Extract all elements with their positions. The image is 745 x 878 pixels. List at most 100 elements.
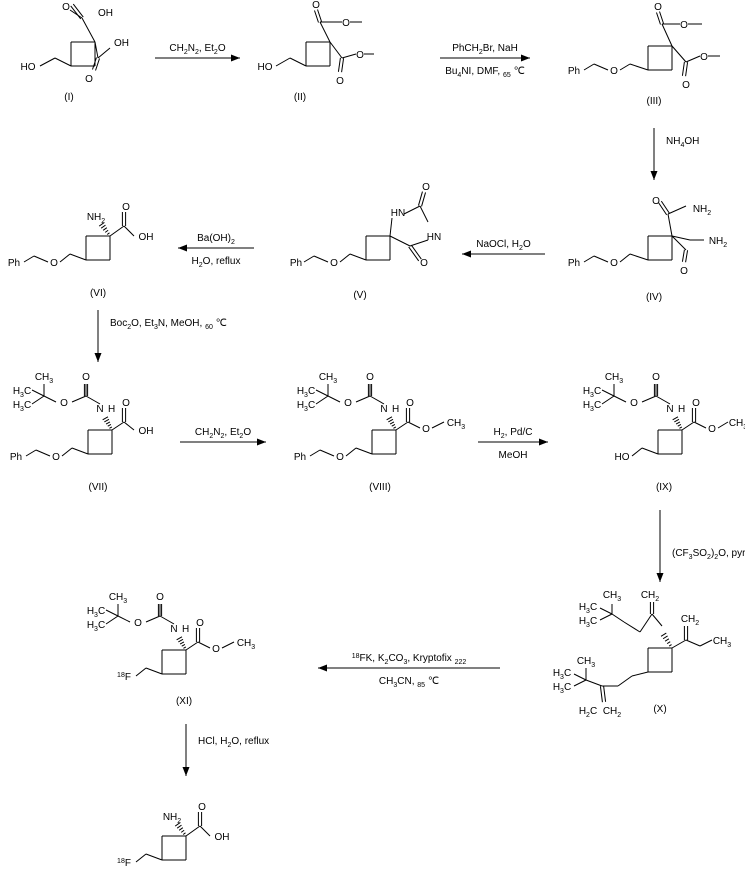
bond-line — [319, 21, 331, 43]
stereo-hash-line — [102, 416, 109, 421]
methyl-label: CH3​ — [319, 372, 337, 385]
oxygen-label: O — [344, 398, 352, 409]
bond-line — [145, 853, 163, 861]
stereo-hash-line — [672, 416, 679, 421]
bond-line — [613, 395, 627, 403]
amine-label: NH2​ — [87, 212, 105, 225]
stereo-hash-line — [666, 641, 671, 645]
bond-line — [105, 615, 119, 625]
bond-line — [655, 395, 671, 405]
reagent-label: CH2​N2​, Et2​O — [169, 43, 225, 56]
hydrogen-label: H — [182, 624, 189, 635]
bond-line — [319, 449, 335, 457]
stereo-hash-line — [109, 426, 113, 429]
bond-line — [35, 449, 51, 457]
double-bond-line — [317, 9, 322, 22]
hydrogen-label: H — [678, 404, 685, 415]
reaction-arrow-r4: NaOCl, H2​O — [462, 239, 545, 258]
double-bond-line — [95, 58, 100, 71]
methyl-label: H3​C — [579, 602, 597, 615]
hydroxyl-label: HO — [21, 62, 36, 73]
bond-line — [303, 255, 315, 263]
compound-label: (V) — [353, 290, 366, 301]
stereo-hash-line — [389, 421, 395, 425]
bond-line — [395, 421, 409, 431]
bond-line — [33, 255, 49, 263]
oxygen-label: O — [652, 196, 660, 207]
reagent-label: HCl, H2​O, reflux — [198, 736, 269, 749]
stereo-hash-line — [674, 418, 680, 423]
stereo-hash-line — [179, 641, 185, 645]
reaction-arrow-r5: Ba(OH)2​ H2​O, reflux — [178, 233, 254, 269]
bond-line — [631, 671, 649, 677]
bond-line — [583, 63, 595, 71]
arrow-head-icon — [318, 664, 327, 672]
condition-label: Bu4​NI, DMF, 65​ ℃ — [445, 66, 525, 79]
double-bond-line — [685, 62, 689, 77]
compound-label: (I) — [64, 92, 73, 103]
stereo-hash-line — [182, 832, 186, 835]
hydroxyl-label: OH — [114, 38, 129, 49]
imide-label: HN — [427, 232, 441, 243]
oxygen-label: O — [610, 258, 618, 269]
reagent-label: NaOCl, H2​O — [476, 239, 531, 252]
bond-line — [159, 615, 175, 625]
oxygen-label: O — [52, 452, 60, 463]
bond-line — [123, 421, 135, 431]
oxygen-label: O — [196, 618, 204, 629]
bond-line — [699, 639, 713, 647]
stereo-hash-line — [677, 423, 682, 427]
methyl-label: CH3​ — [35, 372, 53, 385]
condition-label: H2​O, reflux — [192, 256, 241, 269]
stereo-hash-line — [183, 646, 187, 649]
compound-label: (VII) — [89, 482, 108, 493]
stereo-hash-line — [176, 824, 182, 829]
bond-line — [329, 41, 343, 59]
oxygen-label: O — [62, 2, 70, 13]
oxygen-label: O — [50, 258, 58, 269]
methylene-label: CH2​ — [603, 706, 621, 719]
stereo-hash-line — [104, 229, 109, 233]
methylene-label: CH2​ — [681, 614, 699, 627]
phenyl-label: Ph — [10, 452, 22, 463]
bond-line — [639, 613, 653, 633]
arrow-head-icon — [539, 438, 548, 446]
arrow-head-icon — [182, 767, 190, 776]
oxygen-label: O — [420, 258, 428, 269]
compound-label: (XI) — [176, 696, 192, 707]
double-bond-line — [72, 3, 84, 18]
compound-label: (VIII) — [369, 482, 391, 493]
stereo-hash-line — [679, 426, 683, 429]
bond-line — [619, 253, 631, 263]
bond-line — [685, 639, 701, 647]
double-bond-line — [70, 5, 82, 20]
bond-line — [327, 395, 341, 403]
stereo-hash-line — [393, 426, 397, 429]
stereo-hash-line — [104, 418, 110, 423]
reagent-label: Ba(OH)2​ — [197, 233, 235, 246]
compound-label: (II) — [294, 92, 306, 103]
hydroxyl-label: OH — [98, 8, 113, 19]
methyl-label: H3​C — [553, 668, 571, 681]
bond-line — [145, 667, 163, 675]
methylene-label: CH2​ — [641, 590, 659, 603]
oxygen-label: O — [60, 398, 68, 409]
compound-X: CH2​CH3​H3​CH3​CCH2​CH3​CH2​H2​CCH3​H3​C… — [553, 590, 731, 719]
bond-line — [369, 395, 385, 405]
bond-line — [593, 63, 609, 71]
bond-line — [289, 57, 307, 67]
arrow-head-icon — [257, 438, 266, 446]
double-bond-line — [685, 250, 689, 263]
bond-line — [601, 389, 615, 397]
oxygen-label: O — [708, 424, 716, 435]
bond-line — [409, 239, 429, 247]
oxygen-label: O — [330, 258, 338, 269]
oxygen-label: O — [336, 76, 344, 87]
bond-line — [341, 53, 357, 59]
reagent-label: Boc2​O, Et3​N, MeOH, 60​ ℃ — [110, 318, 227, 331]
reaction-arrow-r7: CH2​N2​, Et2​O — [180, 427, 266, 446]
